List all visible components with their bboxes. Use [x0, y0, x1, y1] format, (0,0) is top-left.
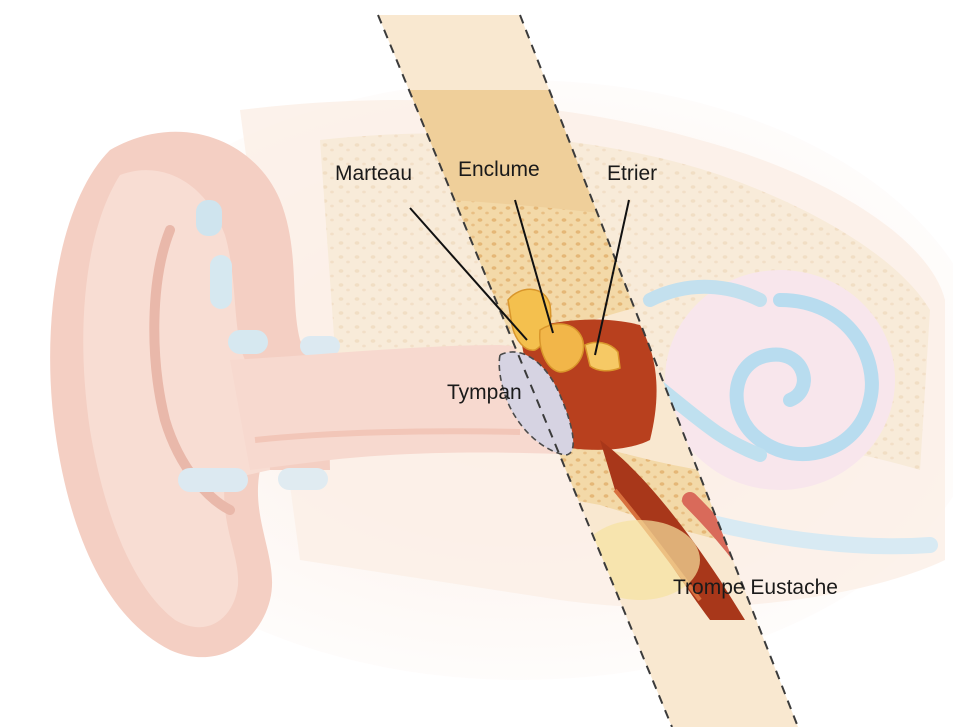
label-marteau: Marteau: [335, 162, 412, 185]
label-tympan: Tympan: [447, 381, 522, 404]
label-enclume: Enclume: [458, 158, 540, 181]
label-trompe-eustache: Trompe Eustache: [673, 576, 838, 599]
label-etrier: Etrier: [607, 162, 657, 185]
